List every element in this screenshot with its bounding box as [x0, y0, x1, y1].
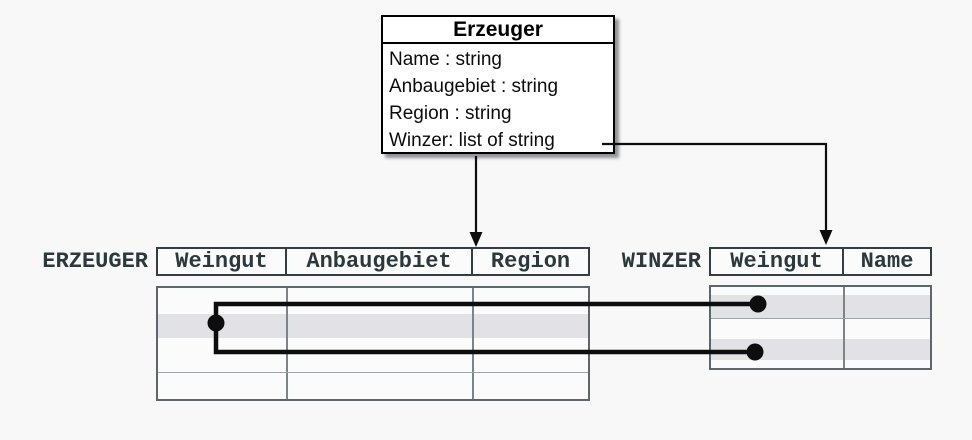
winzer-col-name: Name	[860, 249, 914, 274]
table-label-erzeuger: ERZEUGER	[42, 249, 148, 274]
erzeuger-col-weingut: Weingut	[158, 249, 287, 274]
winzer-table-body	[709, 285, 932, 370]
erzeuger-table-body	[156, 286, 590, 401]
erzeuger-column-divider	[472, 288, 474, 399]
arrowhead-winzer-icon	[819, 230, 833, 245]
class-attribute-region: Region : string	[389, 103, 512, 124]
erzeuger-row-divider	[158, 372, 588, 373]
winzer-row-divider	[711, 318, 930, 319]
class-box-erzeuger: Erzeuger Name : string Anbaugebiet : str…	[381, 15, 615, 154]
arrowhead-erzeuger-icon	[469, 232, 483, 247]
class-title: Erzeuger	[383, 17, 613, 44]
winzer-header-row: Weingut Name	[709, 247, 932, 276]
class-attribute-list: Name : string Anbaugebiet : string Regio…	[383, 44, 613, 154]
class-attribute-name: Name : string	[389, 49, 502, 70]
erzeuger-highlighted-row	[158, 314, 588, 338]
winzer-column-divider	[843, 287, 845, 368]
erzeuger-col-anbaugebiet: Anbaugebiet	[287, 249, 473, 274]
winzer-highlighted-row-1	[711, 295, 930, 318]
erzeuger-column-divider	[286, 288, 288, 399]
arrow-winzer-attr-to-winzer	[602, 142, 828, 231]
table-label-winzer: WINZER	[621, 249, 701, 274]
erzeuger-col-region: Region	[490, 249, 571, 274]
winzer-col-weingut: Weingut	[711, 249, 844, 274]
class-attribute-anbaugebiet: Anbaugebiet : string	[389, 76, 559, 97]
erzeuger-header-row: Weingut Anbaugebiet Region	[156, 247, 590, 276]
class-attribute-winzer: Winzer: list of string	[389, 130, 555, 151]
winzer-highlighted-row-2	[711, 339, 930, 360]
